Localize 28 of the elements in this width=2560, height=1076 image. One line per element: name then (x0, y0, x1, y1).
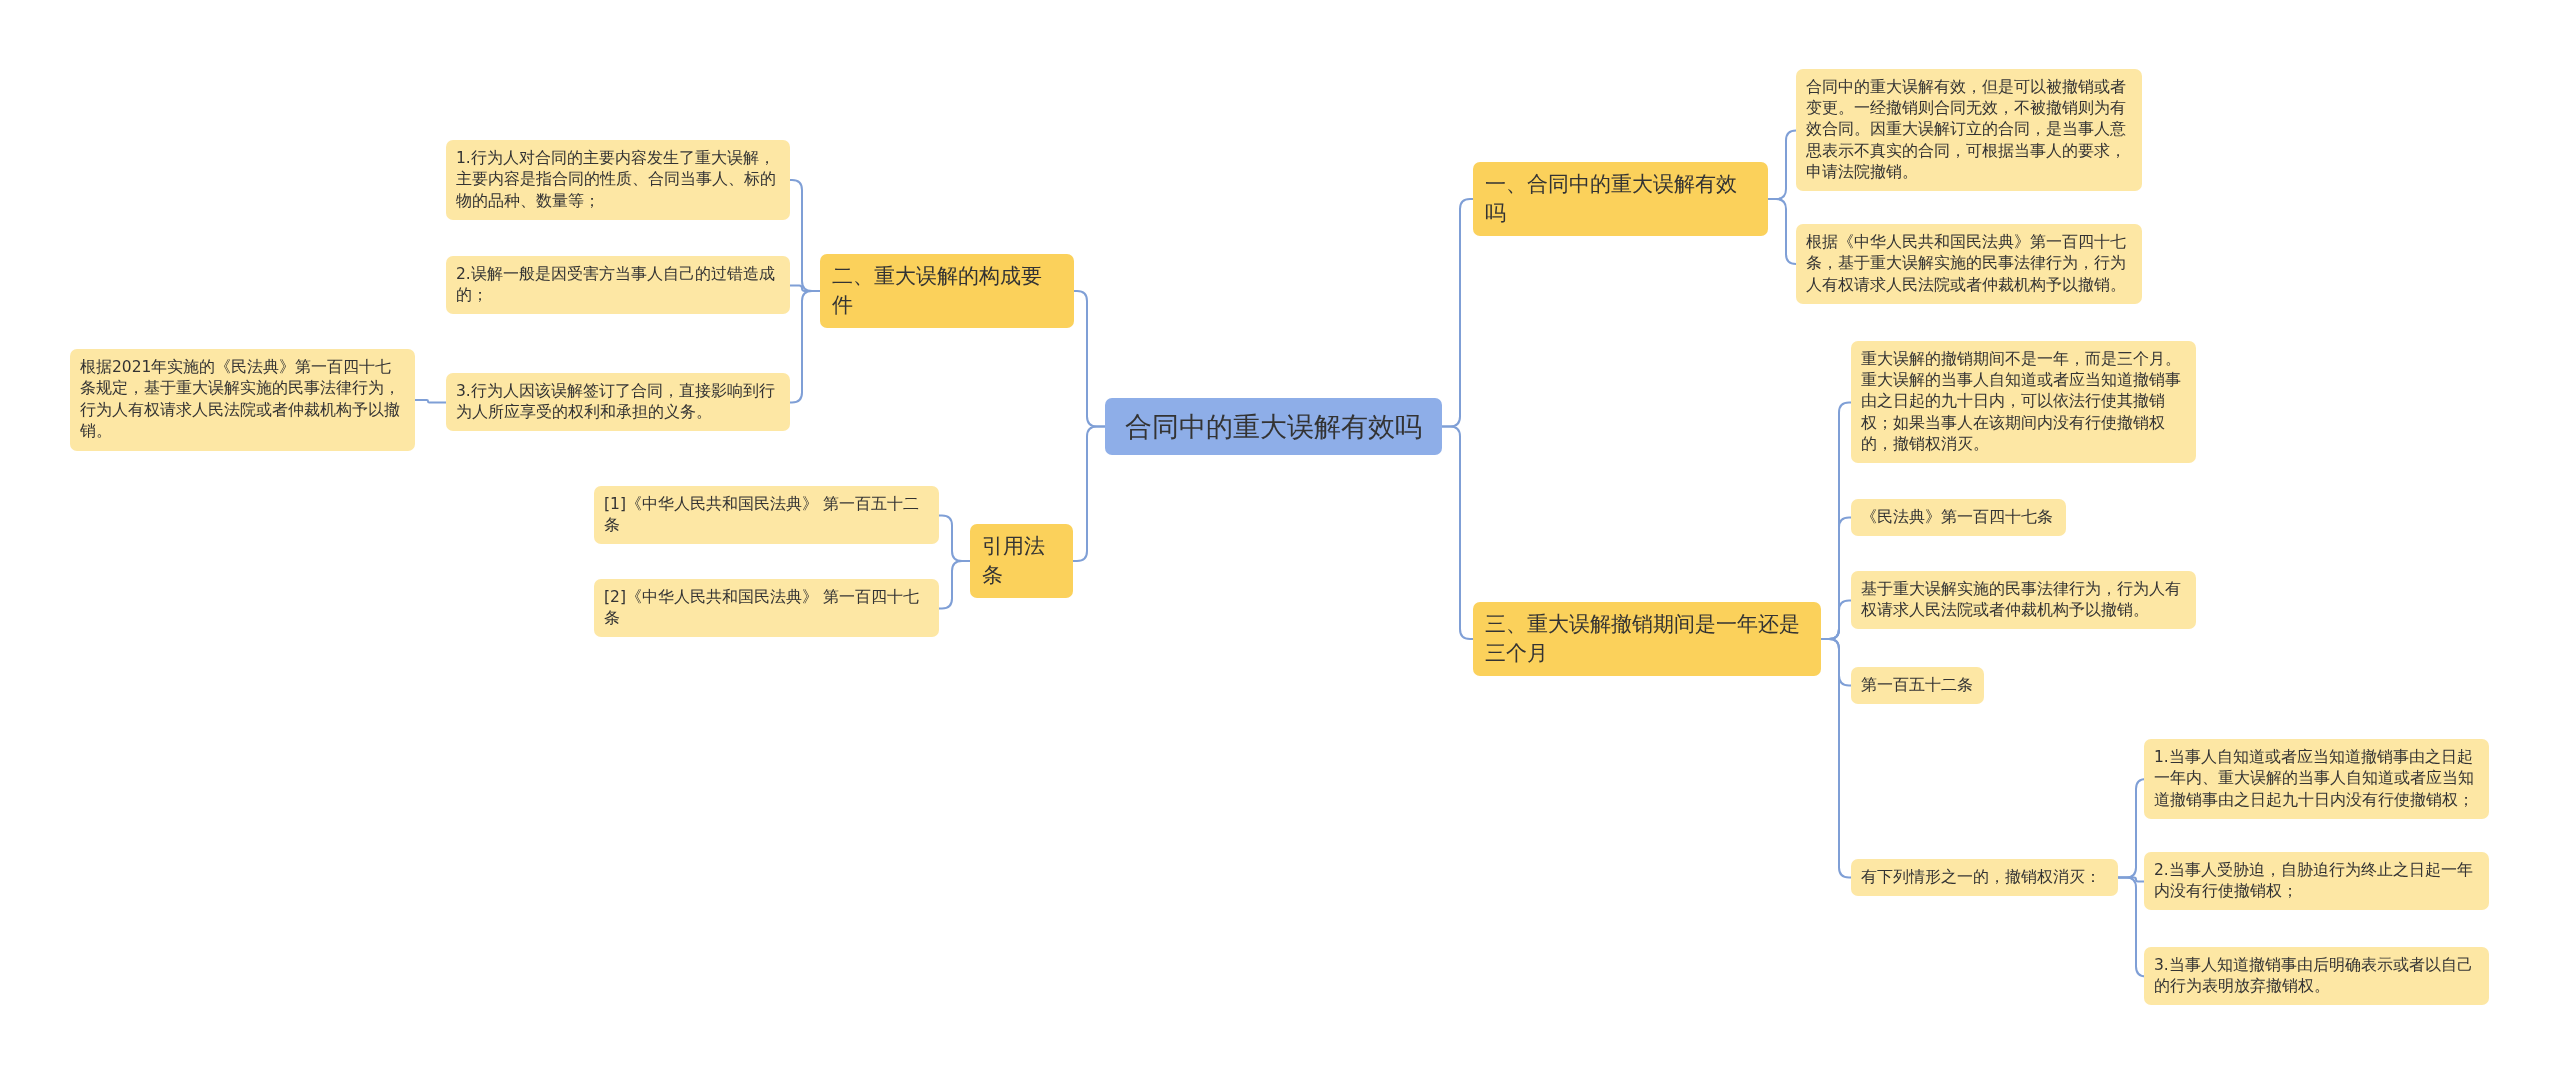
subtopic-box: [1]《中华人民共和国民法典》 第一百五十二条 (594, 485, 939, 545)
topic-box: 引用法条 (970, 524, 1073, 598)
subtopic-box: 《民法典》第一百四十七条 (1851, 498, 2066, 536)
subtopic-box: 1.行为人对合同的主要内容发生了重大误解，主要内容是指合同的性质、合同当事人、标的物的品种、数量等； (446, 140, 790, 221)
subtopic-box: 根据《中华人民共和国民法典》第一百四十七条，基于重大误解实施的民事法律行为，行为人有权请求人民法院或者仲裁机构予以撤销。 (1796, 224, 2142, 305)
subtopic-box: 第一百五十二条 (1851, 666, 1984, 704)
connector-line (938, 560, 971, 610)
connector-line (1767, 198, 1797, 265)
connector-line (1820, 638, 1852, 879)
connector-line (1441, 425, 1474, 640)
subtopic-box: 2.误解一般是因受害方当事人自己的过错造成的； (446, 255, 790, 315)
subtopic-box: 2.当事人受胁迫，自胁迫行为终止之日起一年内没有行使撤销权； (2144, 851, 2489, 911)
subtopic-box: 有下列情形之一的，撤销权消灭： (1851, 858, 2118, 896)
connector-line (414, 399, 447, 404)
connector-line (1072, 425, 1106, 562)
subtopic-box: 3.行为人因该误解签订了合同，直接影响到行为人所应享受的权利和承担的义务。 (446, 372, 790, 432)
topic-box: 一、合同中的重大误解有效吗 (1473, 162, 1768, 236)
subtopic-box: 合同中的重大误解有效，但是可以被撤销或者变更。一经撤销则合同无效，不被撤销则为有效合同。因重大误解订立的合同，是当事人意思表示不真实的合同，可根据当事人的要求，申请法院撤销。 (1796, 68, 2142, 192)
topic-box: 三、重大误解撤销期间是一年还是三个月 (1473, 602, 1821, 676)
connector-line (789, 290, 821, 404)
topic-box: 二、重大误解的构成要件 (820, 254, 1074, 328)
subtopic-box: 基于重大误解实施的民事法律行为，行为人有权请求人民法院或者仲裁机构予以撤销。 (1851, 570, 2196, 630)
subtopic-box: 根据2021年实施的《民法典》第一百四十七条规定，基于重大误解实施的民事法律行为，行为人有权请求人民法院或者仲裁机构予以撤销。 (70, 349, 415, 451)
subtopic-box: 1.当事人自知道或者应当知道撤销事由之日起一年内、重大误解的当事人自知道或者应当知道撤销事由之日起九十日内没有行使撤销权； (2144, 739, 2489, 820)
subtopic-box: 重大误解的撤销期间不是一年，而是三个月。重大误解的当事人自知道或者应当知道撤销事由之日起的九十日内，可以依法行使其撤销权；如果当事人在该期间内没有行使撤销权的，撤销权消灭。 (1851, 340, 2196, 464)
subtopic-box: 3.当事人知道撤销事由后明确表示或者以自己的行为表明放弃撤销权。 (2144, 946, 2489, 1006)
subtopic-box: [2]《中华人民共和国民法典》 第一百四十七条 (594, 578, 939, 638)
central-topic-box: 合同中的重大误解有效吗 (1105, 397, 1442, 455)
